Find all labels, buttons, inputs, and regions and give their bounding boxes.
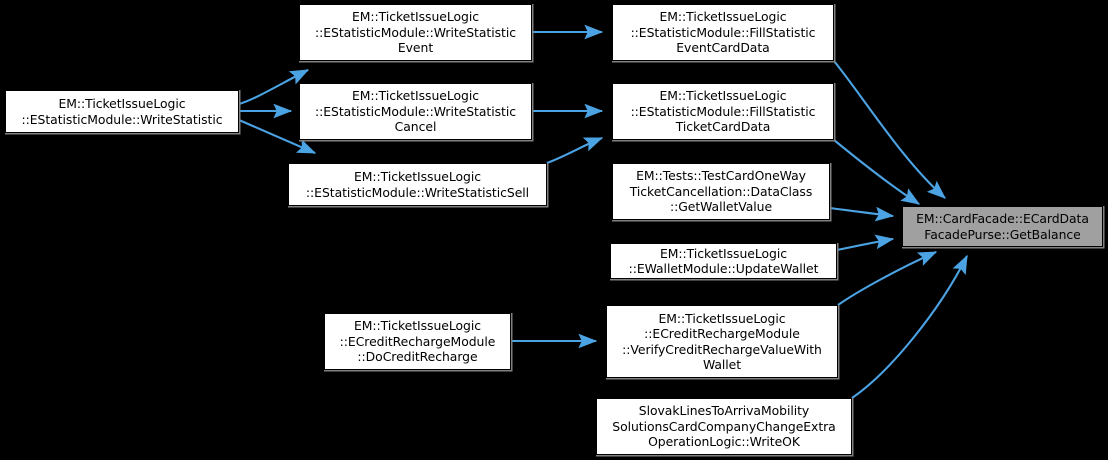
graph-edge [851,254,968,399]
graph-node-write-statistic-sell[interactable]: EM::TicketIssueLogic ::EStatisticModule:… [288,163,547,206]
graph-edge [833,60,946,199]
graph-node-label: EM::TicketIssueLogic ::EStatisticModule:… [630,88,816,135]
graph-edge [238,69,310,106]
graph-node-verify-credit-recharge-value-with-wallet[interactable]: EM::TicketIssueLogic ::ECreditRechargeMo… [606,305,838,378]
graph-node-write-ok[interactable]: SlovakLinesToArrivaMobility SolutionsCar… [596,398,852,455]
graph-edge [238,119,317,154]
graph-node-label: EM::TicketIssueLogic ::ECreditRechargeMo… [622,310,822,372]
graph-node-label: EM::TicketIssueLogic ::EStatisticModule:… [315,88,516,135]
graph-node-write-statistic-event[interactable]: EM::TicketIssueLogic ::EStatisticModule:… [299,4,532,61]
graph-node-label: EM::TicketIssueLogic ::ECreditRechargeMo… [339,318,496,365]
graph-edge [829,206,895,222]
graph-node-fill-statistic-ticket-card-data[interactable]: EM::TicketIssueLogic ::EStatisticModule:… [612,83,834,140]
graph-node-do-credit-recharge[interactable]: EM::TicketIssueLogic ::ECreditRechargeMo… [324,313,511,370]
graph-node-label: EM::TicketIssueLogic ::EWalletModule::Up… [628,245,819,276]
graph-node-label: EM::Tests::TestCardOneWay TicketCancella… [629,168,813,215]
graph-node-update-wallet[interactable]: EM::TicketIssueLogic ::EWalletModule::Up… [610,243,837,279]
graph-edge [836,234,895,252]
graph-node-label: EM::TicketIssueLogic ::EStatisticModule:… [630,9,816,56]
graph-edge [546,137,604,164]
graph-node-write-statistic[interactable]: EM::TicketIssueLogic ::EStatisticModule:… [5,90,239,133]
graph-edge [833,139,921,205]
graph-edge [837,251,938,306]
graph-node-label: SlovakLinesToArrivaMobility SolutionsCar… [612,403,836,450]
graph-node-get-wallet-value[interactable]: EM::Tests::TestCardOneWay TicketCancella… [612,163,830,220]
graph-node-write-statistic-cancel[interactable]: EM::TicketIssueLogic ::EStatisticModule:… [299,83,532,140]
graph-node-fill-statistic-event-card-data[interactable]: EM::TicketIssueLogic ::EStatisticModule:… [612,4,834,61]
graph-node-get-balance[interactable]: EM::CardFacade::ECardData FacadePurse::G… [902,206,1103,247]
graph-node-label: EM::TicketIssueLogic ::EStatisticModule:… [315,9,516,56]
graph-node-label: EM::TicketIssueLogic ::EStatisticModule:… [21,96,223,127]
graph-node-label: EM::CardFacade::ECardData FacadePurse::G… [916,211,1089,242]
graph-node-label: EM::TicketIssueLogic ::EStatisticModule:… [305,169,530,200]
